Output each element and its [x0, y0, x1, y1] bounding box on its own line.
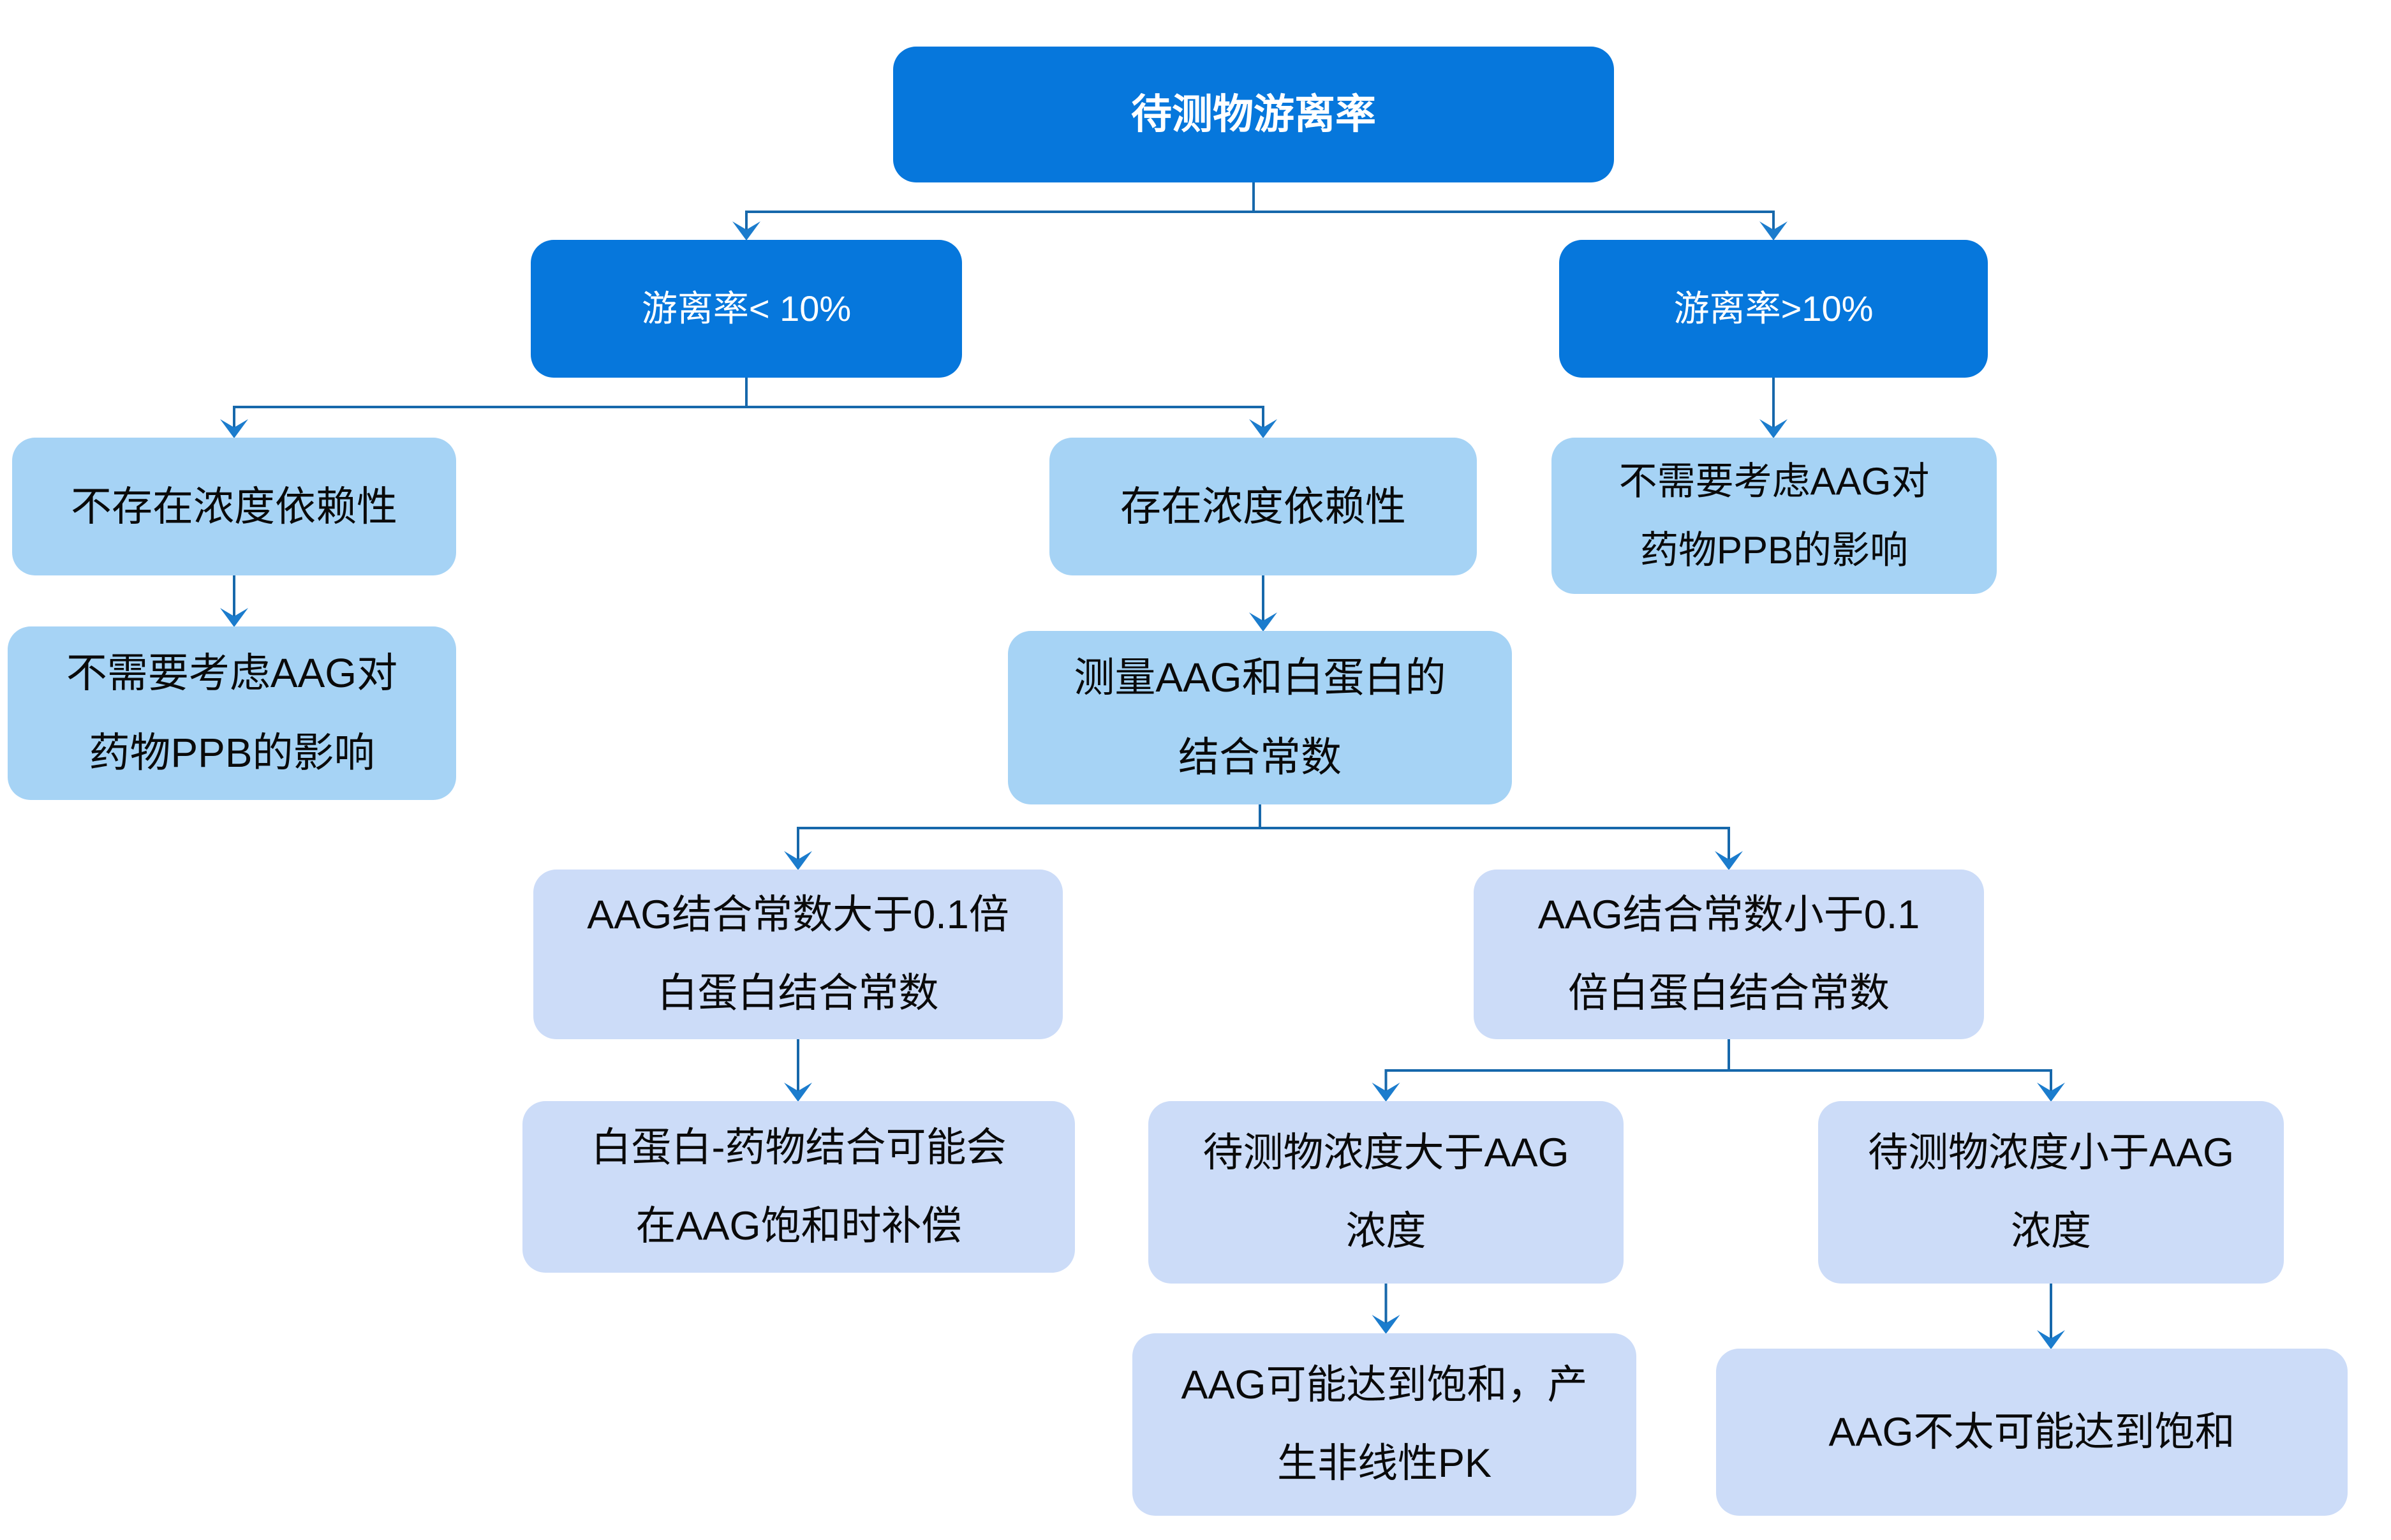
- arrow-down-icon: [2037, 1083, 2065, 1102]
- node-label-line1: 不需要考虑AAG对: [66, 650, 398, 697]
- node-label-line1: 白蛋白-药物结合可能会: [591, 1125, 1007, 1170]
- arrow-down-icon: [1372, 1083, 1400, 1102]
- node-analyte-conc-gt-aag: 待测物浓度大于AAG 浓度: [1148, 1101, 1624, 1284]
- node-no-concentration-dependence: 不存在浓度依赖性: [12, 438, 456, 575]
- node-label-line1: 测量AAG和白蛋白的: [1074, 655, 1446, 701]
- node-label: 待测物游离率: [1131, 91, 1376, 138]
- arrow-down-icon: [2037, 1330, 2065, 1349]
- node-aag-constant-lt-01x-albumin: AAG结合常数小于0.1 倍白蛋白结合常数: [1474, 870, 1984, 1039]
- node-label: AAG不太可能达到饱和: [1828, 1409, 2235, 1455]
- node-label-line2: 药物PPB的影响: [89, 730, 375, 776]
- node-label-line1: 待测物浓度大于AAG: [1203, 1130, 1569, 1176]
- node-label-line2: 倍白蛋白结合常数: [1568, 971, 1890, 1016]
- node-aag-constant-gt-01x-albumin: AAG结合常数大于0.1倍 白蛋白结合常数: [533, 870, 1063, 1039]
- arrow-down-icon: [1759, 419, 1788, 438]
- arrow-down-icon: [1249, 612, 1277, 632]
- arrow-down-icon: [1715, 851, 1743, 870]
- node-no-aag-ppb-impact-right: 不需要考虑AAG对 药物PPB的影响: [1551, 438, 1997, 594]
- arrow-down-icon: [784, 851, 812, 870]
- node-label-line2: 生非线性PK: [1277, 1441, 1492, 1486]
- node-analyte-free-fraction: 待测物游离率: [893, 47, 1614, 182]
- arrow-down-icon: [1249, 419, 1277, 438]
- node-label-line1: 待测物浓度小于AAG: [1867, 1130, 2235, 1176]
- node-label-line2: 浓度: [2011, 1209, 2091, 1254]
- node-analyte-conc-lt-aag: 待测物浓度小于AAG 浓度: [1818, 1101, 2284, 1284]
- node-free-fraction-gt-10: 游离率>10%: [1559, 240, 1988, 378]
- node-label: 不存在浓度依赖性: [71, 483, 397, 529]
- arrow-down-icon: [220, 419, 248, 438]
- node-label-line2: 在AAG饱和时补偿: [635, 1203, 962, 1248]
- node-label-line2: 结合常数: [1178, 734, 1342, 780]
- node-aag-saturation-unlikely: AAG不太可能达到饱和: [1716, 1349, 2348, 1516]
- node-label: 存在浓度依赖性: [1120, 483, 1406, 529]
- node-albumin-drug-compensation: 白蛋白-药物结合可能会 在AAG饱和时补偿: [522, 1101, 1075, 1273]
- arrow-down-icon: [732, 221, 760, 241]
- node-label: 游离率< 10%: [641, 288, 852, 329]
- node-label-line2: 白蛋白结合常数: [657, 971, 939, 1016]
- arrow-down-icon: [784, 1083, 812, 1102]
- node-label-line1: 不需要考虑AAG对: [1618, 459, 1930, 503]
- arrow-down-icon: [1372, 1315, 1400, 1334]
- arrow-down-icon: [220, 608, 248, 627]
- node-free-fraction-lt-10: 游离率< 10%: [531, 240, 962, 378]
- node-label-line1: AAG可能达到饱和，产: [1181, 1363, 1588, 1408]
- node-label-line1: AAG结合常数大于0.1倍: [587, 892, 1009, 938]
- node-label-line2: 药物PPB的影响: [1640, 528, 1909, 572]
- node-aag-saturation-nonlinear-pk: AAG可能达到饱和，产 生非线性PK: [1132, 1333, 1636, 1516]
- node-label-line2: 浓度: [1345, 1209, 1426, 1254]
- arrow-down-icon: [1759, 221, 1788, 241]
- node-concentration-dependence: 存在浓度依赖性: [1049, 438, 1477, 575]
- node-measure-binding-constants: 测量AAG和白蛋白的 结合常数: [1008, 631, 1512, 804]
- node-label-line1: AAG结合常数小于0.1: [1537, 892, 1920, 938]
- node-label: 游离率>10%: [1673, 288, 1874, 329]
- node-no-aag-ppb-impact-left: 不需要考虑AAG对 药物PPB的影响: [8, 626, 456, 800]
